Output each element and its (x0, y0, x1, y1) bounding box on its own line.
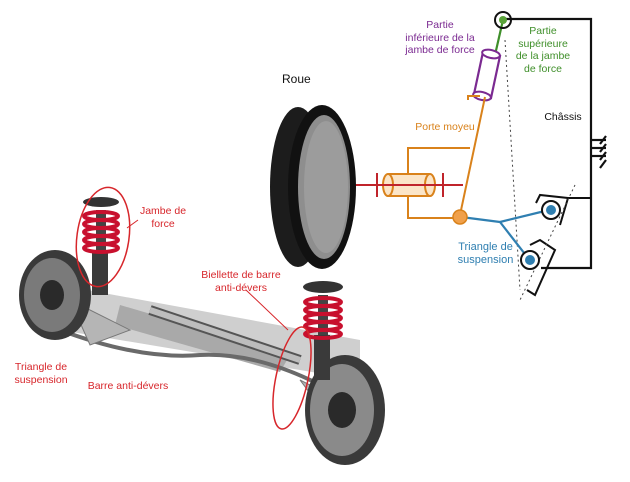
upper-strut (493, 11, 512, 56)
label-biellette: Biellette de barre anti-dévers (201, 269, 281, 294)
label-chassis: Châssis (544, 111, 582, 123)
label-jambe-inferieure: Partie inférieure de la jambe de force (405, 19, 475, 56)
chassis-bracket (526, 193, 591, 297)
label-barre-anti-devers: Barre anti-dévers (87, 380, 169, 392)
label-roue: Roue (282, 72, 311, 86)
lower-strut (472, 48, 502, 102)
ball-joint-icon (452, 209, 468, 225)
droplink-highlight-circle (272, 326, 312, 430)
suspension-assembly (19, 197, 385, 465)
pivot-lower-icon (520, 250, 540, 270)
biellette-leader (245, 289, 289, 331)
hub-carrier (382, 95, 486, 219)
steering-axis (504, 39, 521, 291)
chassis-frame (505, 17, 607, 270)
wheel-icon (270, 105, 356, 269)
label-jambe-superieure: Partie supérieure de la jambe de force (515, 25, 571, 75)
label-porte-moyeu: Porte moyeu (415, 121, 475, 133)
label-jambe-de-force: Jambe de force (139, 205, 187, 230)
label-triangle-suspension: Triangle de suspension (14, 361, 68, 386)
pivot-upper-icon (541, 200, 561, 220)
pivot-axis (519, 184, 576, 301)
strut-highlight-circle (75, 186, 131, 288)
jambe-leader (126, 219, 139, 229)
label-triangle-suspension-schematic: Triangle de suspension (457, 241, 514, 266)
